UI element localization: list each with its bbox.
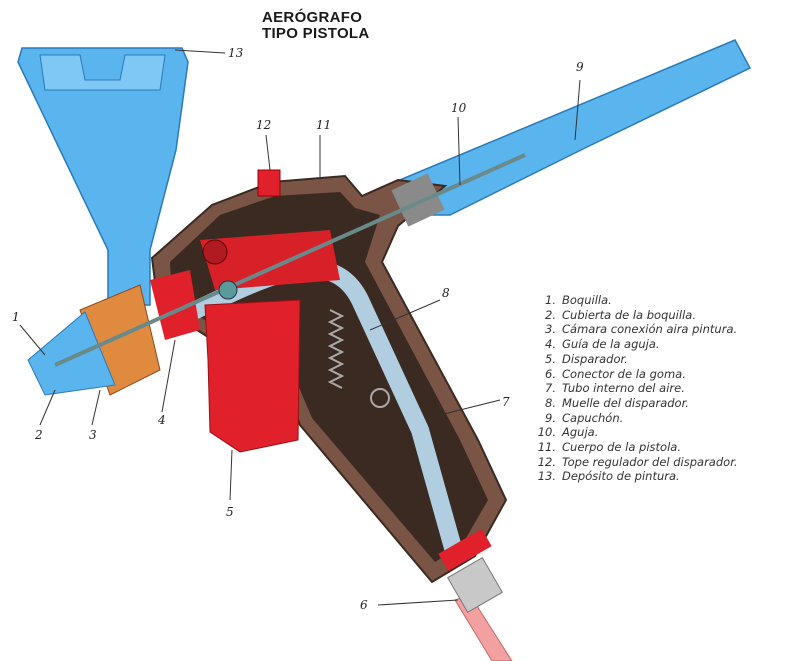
legend-number: 7. [545, 381, 556, 396]
hose-connector [438, 528, 492, 572]
legend-number: 10. [537, 425, 556, 440]
legend-text: Tubo interno del aire. [562, 381, 685, 396]
callout-13: 13 [228, 46, 244, 60]
needle-guide [150, 270, 200, 340]
trigger [204, 299, 301, 453]
legend-item: 7. Tubo interno del aire. [530, 381, 738, 396]
legend-text: Guía de la aguja. [562, 337, 660, 352]
legend-number: 9. [545, 410, 556, 425]
trigger-stop [257, 169, 281, 197]
legend-item: 8. Muelle del disparador. [530, 396, 738, 411]
needle [54, 153, 526, 367]
nozzle-cover [27, 311, 116, 396]
legend-number: 3. [545, 322, 556, 337]
legend-text: Boquilla. [562, 293, 612, 307]
legend-item: 11. Cuerpo de la pistola. [530, 440, 738, 455]
cap-thread [391, 173, 445, 227]
legend-number: 8. [545, 395, 556, 410]
legend-item: 6. Conector de la goma. [530, 367, 738, 382]
trigger-lever [200, 230, 340, 290]
callout-10: 10 [451, 101, 467, 115]
legend-text: Conector de la goma. [562, 366, 686, 381]
needle-collar [218, 280, 238, 300]
callout-3: 3 [89, 428, 97, 442]
legend-number: 12. [537, 454, 556, 469]
callout-8: 8 [442, 286, 450, 300]
title-line-2: TIPO PISTOLA [262, 25, 370, 42]
callout-5: 5 [226, 505, 234, 519]
legend-number: 11. [537, 440, 556, 455]
legend-item: 3. Cámara conexión aira pintura. [530, 322, 738, 337]
legend-number: 5. [545, 351, 556, 366]
legend-text: Disparador. [562, 351, 628, 366]
callout-6: 6 [360, 598, 368, 612]
legend-number: 4. [545, 337, 556, 352]
legend-text: Capuchón. [562, 410, 624, 425]
callout-11: 11 [316, 118, 332, 132]
callout-12: 12 [256, 118, 272, 132]
legend-item: 5. Disparador. [530, 352, 738, 367]
legend-item: 2. Cubierta de la boquilla. [530, 308, 738, 323]
legend-item: 13. Depósito de pintura. [530, 469, 738, 484]
callout-2: 2 [35, 428, 43, 442]
legend-text: Tope regulador del disparador. [562, 454, 738, 469]
leader-lines [19, 49, 581, 606]
legend-text: Cubierta de la boquilla. [562, 307, 696, 322]
legend-item: 12. Tope regulador del disparador. [530, 455, 738, 470]
spring-anchor [370, 388, 390, 408]
trigger-spring [327, 309, 345, 389]
legend-text: Depósito de pintura. [562, 469, 680, 484]
legend-text: Cámara conexión aira pintura. [562, 322, 738, 337]
legend-number: 1. [545, 293, 556, 307]
trigger-pivot [202, 239, 228, 265]
legend-number: 13. [537, 469, 556, 484]
legend-number: 2. [545, 307, 556, 322]
legend-number: 6. [545, 366, 556, 381]
legend-text: Cuerpo de la pistola. [562, 440, 681, 455]
legend-text: Muelle del disparador. [562, 395, 689, 410]
parts-legend: 1. Boquilla. 2. Cubierta de la boquilla. 3. C… [530, 293, 738, 484]
legend-item: 1. Boquilla. [530, 293, 738, 308]
callout-7: 7 [502, 395, 510, 409]
legend-item: 10. Aguja. [530, 425, 738, 440]
cup-lid [39, 54, 166, 91]
title-line-1: AERÓGRAFO [262, 9, 363, 26]
legend-item: 4. Guía de la aguja. [530, 337, 738, 352]
hose-nut [446, 556, 504, 614]
callout-1: 1 [12, 310, 20, 324]
legend-item: 9. Capuchón. [530, 411, 738, 426]
callout-9: 9 [576, 60, 584, 74]
paint-cup [17, 47, 189, 306]
legend-text: Aguja. [562, 425, 599, 440]
callout-4: 4 [158, 413, 166, 427]
